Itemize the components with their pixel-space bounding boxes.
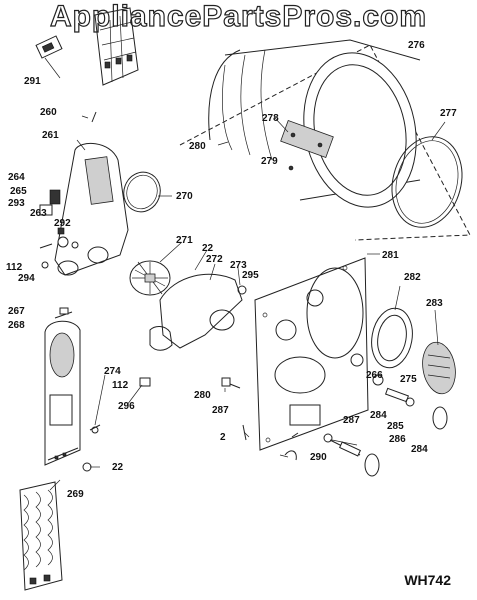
callout-276: 276 bbox=[408, 40, 425, 51]
callout-277: 277 bbox=[440, 108, 457, 119]
callout-265: 265 bbox=[10, 186, 27, 197]
callout-264: 264 bbox=[8, 172, 25, 183]
callout-283: 283 bbox=[426, 298, 443, 309]
duct-part bbox=[149, 273, 247, 351]
callout-22-bottom: 22 bbox=[112, 462, 124, 473]
callout-291: 291 bbox=[24, 76, 41, 87]
terminal-harness-part bbox=[35, 7, 139, 86]
callout-281: 281 bbox=[382, 250, 399, 261]
callout-284-top: 284 bbox=[370, 410, 387, 421]
callout-292: 292 bbox=[54, 218, 71, 229]
callout-260: 260 bbox=[40, 107, 57, 118]
callout-295: 295 bbox=[242, 270, 259, 281]
leader-lines bbox=[44, 57, 446, 491]
callout-290: 290 bbox=[310, 452, 327, 463]
callout-267: 267 bbox=[8, 306, 25, 317]
callout-2: 2 bbox=[220, 432, 226, 443]
callout-112-left: 112 bbox=[6, 262, 23, 273]
bulkhead-part bbox=[254, 257, 369, 451]
callout-282: 282 bbox=[404, 272, 421, 283]
callout-296: 296 bbox=[118, 401, 135, 412]
callout-285: 285 bbox=[387, 421, 404, 432]
callout-286: 286 bbox=[389, 434, 406, 445]
callout-272: 272 bbox=[206, 254, 223, 265]
callout-279: 279 bbox=[261, 156, 278, 167]
callout-278: 278 bbox=[262, 113, 279, 124]
drum-seal-part bbox=[391, 136, 463, 228]
callout-274: 274 bbox=[104, 366, 121, 377]
callout-112-mid: 112 bbox=[112, 380, 129, 391]
callout-266: 266 bbox=[366, 370, 383, 381]
drum-roller-parts bbox=[221, 374, 448, 477]
callout-273: 273 bbox=[230, 260, 247, 271]
heater-element-part bbox=[19, 481, 63, 591]
callout-287-right: 287 bbox=[343, 415, 360, 426]
callout-270: 270 bbox=[176, 191, 193, 202]
thermostat-small-parts bbox=[39, 111, 97, 269]
lint-filter-housing-part bbox=[371, 307, 456, 395]
blower-wheel-part bbox=[129, 260, 171, 296]
callout-22-top: 22 bbox=[202, 243, 214, 254]
callout-275: 275 bbox=[400, 374, 417, 385]
callout-294: 294 bbox=[18, 273, 35, 284]
drum-part bbox=[179, 39, 471, 241]
callout-268: 268 bbox=[8, 320, 25, 331]
callout-263: 263 bbox=[30, 208, 47, 219]
callout-284-bottom: 284 bbox=[411, 444, 428, 455]
model-code-label: WH742 bbox=[404, 572, 451, 588]
callout-280-drum: 280 bbox=[189, 141, 206, 152]
thermal-fuse-parts bbox=[82, 377, 151, 472]
callout-293: 293 bbox=[8, 198, 25, 209]
heater-duct-part bbox=[44, 307, 81, 466]
callout-269: 269 bbox=[67, 489, 84, 500]
watermark-text: AppliancePartsPros.com bbox=[49, 0, 428, 34]
blower-gasket-part bbox=[123, 171, 161, 213]
blower-housing-part bbox=[54, 142, 129, 276]
callout-280-bulkhead: 280 bbox=[194, 390, 211, 401]
callout-271: 271 bbox=[176, 235, 193, 246]
callout-261: 261 bbox=[42, 130, 59, 141]
callout-287-left: 287 bbox=[212, 405, 229, 416]
